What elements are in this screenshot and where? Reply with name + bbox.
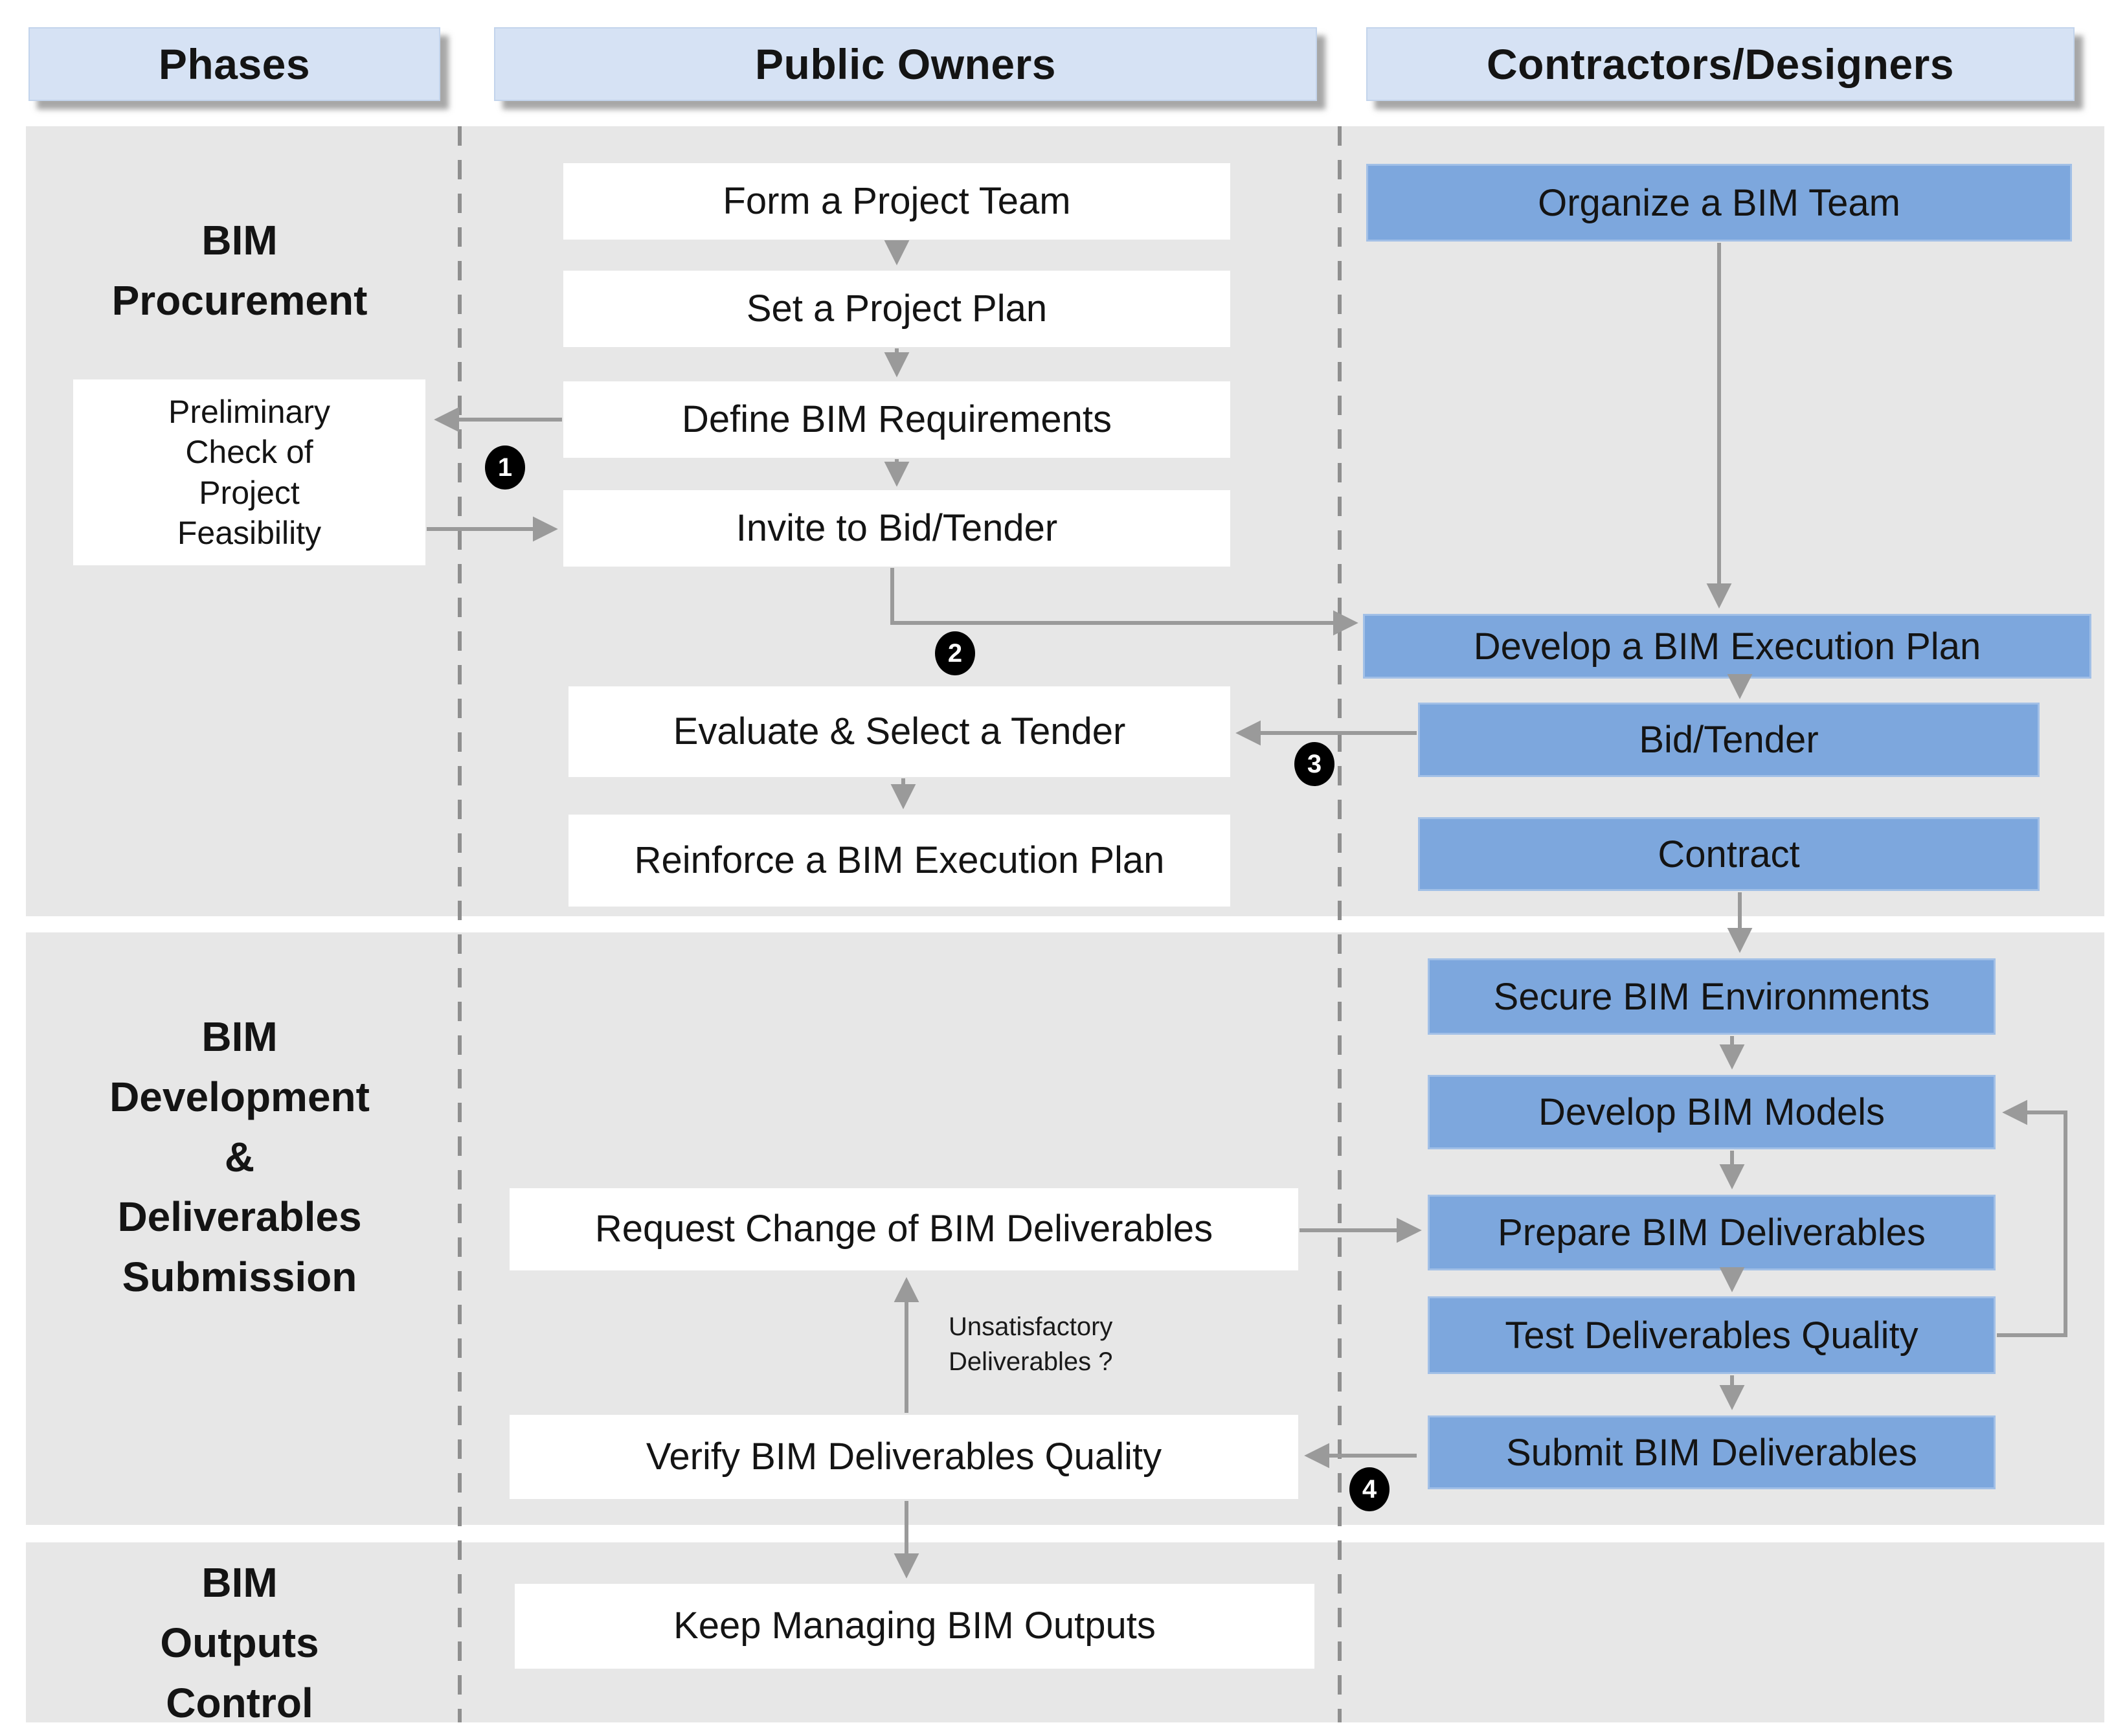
node-prepare-bim-deliverables: Prepare BIM Deliverables bbox=[1428, 1195, 1996, 1270]
node-contract: Contract bbox=[1418, 817, 2040, 891]
column-divider-right bbox=[1338, 126, 1342, 1722]
node-test-deliverables-quality: Test Deliverables Quality bbox=[1428, 1296, 1996, 1374]
phase-label-bim-development: BIM Development & Deliverables Submissio… bbox=[109, 1013, 370, 1301]
phase-label-bim-procurement: BIM Procurement bbox=[111, 217, 368, 324]
node-keep-managing-bim-outputs: Keep Managing BIM Outputs bbox=[515, 1584, 1314, 1669]
node-secure-bim-environments: Secure BIM Environments bbox=[1428, 958, 1996, 1035]
node-develop-bim-models: Develop BIM Models bbox=[1428, 1075, 1996, 1149]
step-badge-1: 1 bbox=[485, 445, 525, 490]
node-verify-deliverables-quality: Verify BIM Deliverables Quality bbox=[510, 1415, 1298, 1499]
unsatisfactory-deliverables-note: Unsatisfactory Deliverables ? bbox=[949, 1313, 1113, 1376]
node-request-change-deliverables: Request Change of BIM Deliverables bbox=[510, 1188, 1298, 1270]
step-badge-2: 2 bbox=[935, 631, 975, 675]
node-organize-bim-team: Organize a BIM Team bbox=[1366, 164, 2072, 242]
header-phases-label: Phases bbox=[158, 40, 311, 88]
column-divider-left bbox=[458, 126, 462, 1722]
phase-label-bim-outputs-control: BIM Outputs Control bbox=[160, 1559, 319, 1726]
header-public-owners: Public Owners bbox=[494, 27, 1317, 101]
node-develop-bim-execution-plan: Develop a BIM Execution Plan bbox=[1363, 614, 2091, 679]
node-evaluate-select-tender: Evaluate & Select a Tender bbox=[568, 686, 1230, 777]
header-contractors-designers: Contractors/Designers bbox=[1366, 27, 2075, 101]
step-badge-4: 4 bbox=[1349, 1467, 1390, 1511]
header-contractors-designers-label: Contractors/Designers bbox=[1486, 40, 1955, 88]
header-phases: Phases bbox=[28, 27, 440, 101]
step-badge-3: 3 bbox=[1294, 742, 1334, 786]
header-public-owners-label: Public Owners bbox=[755, 40, 1056, 88]
node-preliminary-check: Preliminary Check of Project Feasibility bbox=[73, 379, 425, 565]
node-define-bim-requirements: Define BIM Requirements bbox=[563, 381, 1230, 458]
node-bid-tender: Bid/Tender bbox=[1418, 703, 2040, 777]
node-set-project-plan: Set a Project Plan bbox=[563, 271, 1230, 347]
node-invite-to-bid-tender: Invite to Bid/Tender bbox=[563, 490, 1230, 567]
node-reinforce-bim-execution-plan: Reinforce a BIM Execution Plan bbox=[568, 815, 1230, 907]
node-form-project-team: Form a Project Team bbox=[563, 163, 1230, 240]
node-submit-bim-deliverables: Submit BIM Deliverables bbox=[1428, 1415, 1996, 1489]
